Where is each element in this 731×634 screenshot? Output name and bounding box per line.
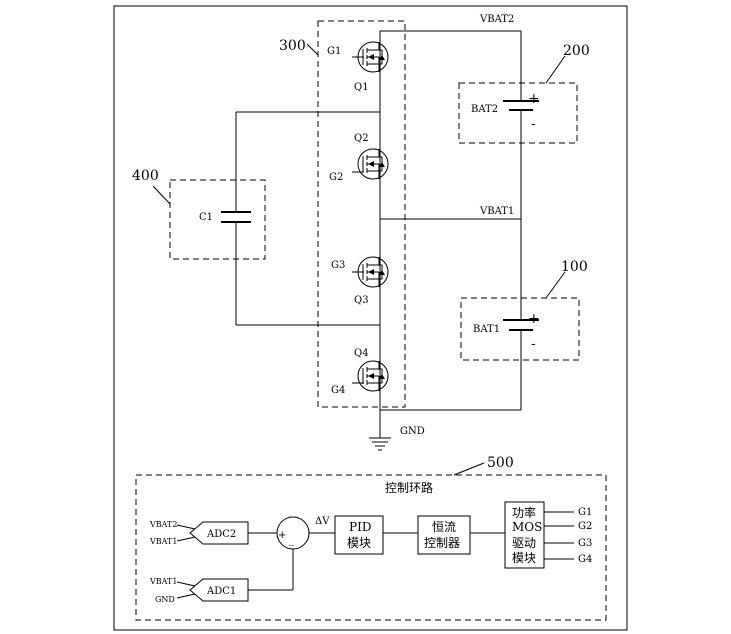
driver-output-g1: G1 <box>578 507 592 518</box>
pid-label-line1: PID <box>349 520 371 534</box>
ref-100: 100 <box>561 259 588 275</box>
net-vbat1-label: VBAT1 <box>479 206 514 217</box>
ref-300: 300 <box>279 38 306 54</box>
cc-label-line1: 恒流 <box>432 520 456 534</box>
battery-bat2-symbol <box>503 93 539 127</box>
ref-200: 200 <box>563 43 590 59</box>
control-loop-block-500 <box>135 474 607 621</box>
net-vbat2-label: VBAT2 <box>479 14 514 25</box>
battery-block-200 <box>458 82 578 144</box>
driver-output-g3: G3 <box>578 538 592 549</box>
mosfet-q1-symbol <box>357 41 389 73</box>
control-loop-title: 控制环路 <box>385 480 433 495</box>
sum-plus-sign: + <box>278 530 286 541</box>
mosfet-q3-symbol <box>357 256 389 288</box>
gate-g1-label: G1 <box>327 46 341 57</box>
transistor-q1-label: Q1 <box>354 82 369 93</box>
bat1-minus: - <box>531 336 536 352</box>
mos-driver-module-block <box>504 501 545 569</box>
driver-label-line4: 模块 <box>512 551 536 565</box>
sum-minus-sign: _ <box>289 535 294 546</box>
battery-bat1-label: BAT1 <box>473 324 500 335</box>
driver-output-g4: G4 <box>578 554 592 565</box>
pid-label-line2: 模块 <box>347 536 371 550</box>
bat2-minus: - <box>531 116 536 132</box>
ref-500: 500 <box>487 455 514 471</box>
net-gnd-label: GND <box>400 426 425 437</box>
capacitor-c1-symbol <box>221 211 251 223</box>
driver-label-line3: 驱动 <box>512 536 536 550</box>
delta-v-label: ΔV <box>315 516 330 527</box>
pid-module-block <box>334 515 384 555</box>
adc1-input-vbat1: VBAT1 <box>149 577 177 586</box>
driver-output-g2: G2 <box>578 521 592 532</box>
adc1-label: ADC1 <box>206 586 236 597</box>
adc2-label: ADC2 <box>206 529 236 540</box>
cc-label-line2: 控制器 <box>424 536 460 550</box>
capacitor-block-400 <box>169 179 266 260</box>
transistor-q2-label: Q2 <box>354 133 369 144</box>
battery-bat2-label: BAT2 <box>471 104 498 115</box>
transistor-q3-label: Q3 <box>354 295 369 306</box>
gate-g3-label: G3 <box>331 260 345 271</box>
bat2-plus: + <box>528 91 540 107</box>
mosfet-q4-symbol <box>357 360 389 392</box>
switch-block-300 <box>317 20 406 408</box>
driver-label-line1: 功率 <box>512 505 536 520</box>
ground-icon <box>369 437 391 451</box>
transistor-q4-label: Q4 <box>354 348 369 359</box>
driver-label-line2: MOS <box>512 520 542 534</box>
capacitor-c1-label: C1 <box>199 212 213 223</box>
adc1-input-gnd: GND <box>155 595 175 604</box>
mosfet-q2-symbol <box>357 148 389 180</box>
gate-g4-label: G4 <box>331 385 345 396</box>
ref-400: 400 <box>132 168 159 184</box>
battery-bat1-symbol <box>503 312 539 346</box>
gate-g2-label: G2 <box>329 172 343 183</box>
adc2-input-vbat1: VBAT1 <box>149 537 177 546</box>
outer-frame <box>113 5 628 631</box>
adc2-input-vbat2: VBAT2 <box>149 520 177 529</box>
bat1-plus: + <box>528 311 540 327</box>
constant-current-controller-block <box>417 515 471 555</box>
